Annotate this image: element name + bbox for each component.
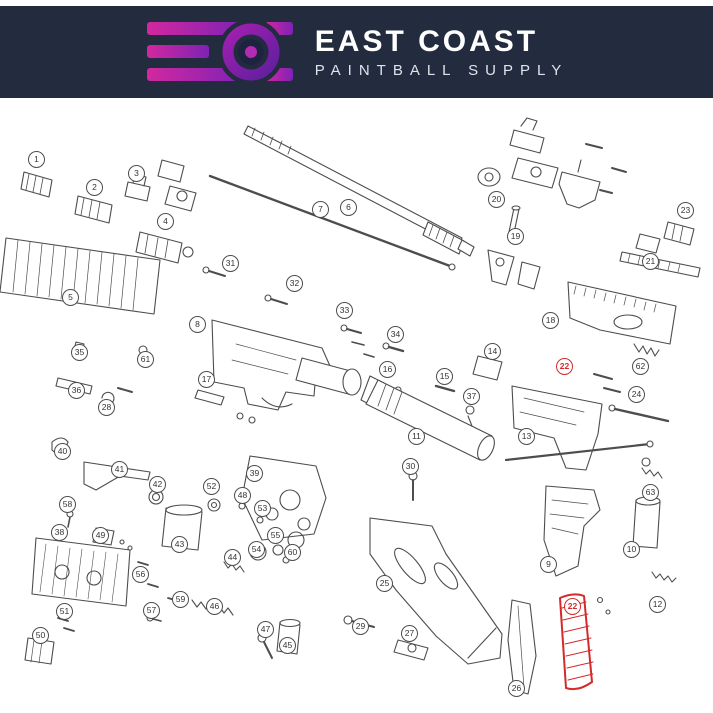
brand-name: EAST COAST (314, 25, 539, 58)
bolt-cam-parts (487, 249, 541, 290)
screw-set-upper (202, 266, 375, 358)
muzzle-tip (20, 171, 53, 198)
lower-receiver (211, 319, 331, 424)
screw-30 (408, 471, 418, 501)
buffer-tube (360, 375, 495, 461)
upper-receiver (567, 251, 701, 345)
front-sight-assembly (558, 159, 601, 209)
stock (369, 517, 503, 665)
hook-40 (51, 437, 69, 455)
mainspring-46 (191, 599, 234, 616)
front-sight-small (124, 173, 151, 202)
rear-sight (509, 117, 545, 154)
gas-cup (477, 167, 501, 187)
barrel-adapter (74, 195, 113, 224)
barrel-clamp (157, 159, 197, 212)
brand-logo-icon (146, 20, 293, 84)
bolt-carrier (295, 357, 362, 396)
sight-clamp (511, 157, 559, 189)
logo-c-ring (217, 20, 284, 84)
stock-screws (343, 615, 429, 661)
handguard (0, 237, 161, 315)
screw-47 (257, 633, 273, 659)
gear-52 (207, 498, 221, 512)
screw-58 (66, 510, 74, 528)
rod-24 (593, 373, 670, 423)
small-pins-top-right (585, 143, 627, 194)
cylinder-23 (663, 221, 695, 246)
gearbox-shell-39 (238, 455, 327, 541)
bracket-41 (83, 461, 151, 491)
brand-header: EAST COAST PAINTBALL SUPPLY (0, 6, 713, 98)
highlighted-part-22 (559, 593, 594, 691)
outer-barrel (243, 125, 475, 257)
inner-barrel-rod (208, 174, 456, 271)
cylinder-43 (161, 504, 203, 551)
cylinder-10 (632, 496, 661, 549)
cylinder-45 (276, 618, 301, 655)
spring-63 (641, 457, 663, 479)
pistol-grip (543, 485, 601, 577)
oring-42 (148, 489, 164, 505)
block-50 (24, 637, 55, 665)
guide-rod (504, 440, 654, 462)
pin-19 (508, 205, 521, 234)
buffer-plate-26 (507, 596, 611, 695)
screws-51 (57, 617, 75, 632)
gas-block-cylinder (135, 231, 194, 264)
selector-lever (194, 389, 225, 406)
spring-44 (223, 561, 245, 573)
brand-text: EAST COAST PAINTBALL SUPPLY (315, 25, 568, 79)
spring-12 (651, 571, 677, 583)
brand-subtitle: PAINTBALL SUPPLY (314, 62, 569, 79)
small-screws-left (137, 561, 179, 622)
gearbox-shell-38 (31, 537, 131, 607)
spring-62 (633, 343, 660, 357)
center-pins (375, 342, 503, 427)
left-small-parts (55, 341, 148, 405)
